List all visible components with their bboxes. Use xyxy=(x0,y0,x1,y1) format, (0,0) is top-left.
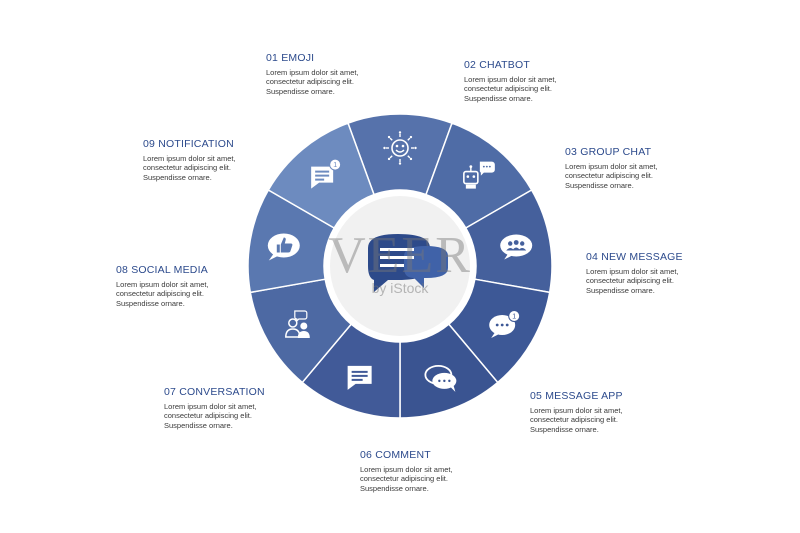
description-line: Lorem ipsum dolor sit amet, xyxy=(530,406,623,415)
label-02: 02 CHATBOT Lorem ipsum dolor sit amet,con… xyxy=(464,59,614,103)
description-line: Suspendisse ornare. xyxy=(360,483,429,493)
description-line: consectetur adipiscing elit. xyxy=(360,474,448,484)
description-line: Lorem ipsum dolor sit amet, xyxy=(360,465,453,474)
conversation-icon xyxy=(285,310,310,338)
description-line: consectetur adipiscing elit. xyxy=(464,84,552,94)
label-title: 06 COMMENT xyxy=(360,449,431,461)
description-line: consectetur adipiscing elit. xyxy=(530,415,618,425)
description-line: Suspendisse ornare. xyxy=(116,298,185,308)
label-08: 08 SOCIAL MEDIA Lorem ipsum dolor sit ame… xyxy=(116,264,266,308)
description-line: consectetur adipiscing elit. xyxy=(164,411,252,421)
description-line: consectetur adipiscing elit. xyxy=(116,289,204,299)
group-chat-icon xyxy=(500,234,533,260)
new-message-icon: 1 xyxy=(489,310,521,338)
social-media-icon xyxy=(267,233,300,261)
description-line: consectetur adipiscing elit. xyxy=(143,163,231,173)
label-description: Lorem ipsum dolor sit amet,consectetur a… xyxy=(116,280,266,308)
label-01: 01 EMOJI Lorem ipsum dolor sit amet,conse… xyxy=(266,52,416,96)
label-06: 06 COMMENT Lorem ipsum dolor sit amet,con… xyxy=(360,449,510,493)
description-line: Suspendisse ornare. xyxy=(266,86,335,96)
label-title: 04 NEW MESSAGE xyxy=(586,251,683,263)
comment-icon xyxy=(347,365,372,390)
description-line: consectetur adipiscing elit. xyxy=(266,77,354,87)
message-app-icon xyxy=(424,364,457,392)
label-title: 03 GROUP CHAT xyxy=(565,146,652,158)
label-description: Lorem ipsum dolor sit amet,consectetur a… xyxy=(530,406,680,434)
label-description: Lorem ipsum dolor sit amet,consectetur a… xyxy=(143,154,293,182)
notification-icon: 1 xyxy=(311,158,342,189)
description-line: Suspendisse ornare. xyxy=(530,424,599,434)
label-title: 07 CONVERSATION xyxy=(164,386,265,398)
label-description: Lorem ipsum dolor sit amet,consectetur a… xyxy=(565,162,715,190)
description-line: Lorem ipsum dolor sit amet, xyxy=(464,75,557,84)
chatbot-icon xyxy=(463,161,495,189)
description-line: Lorem ipsum dolor sit amet, xyxy=(266,68,359,77)
label-description: Lorem ipsum dolor sit amet,consectetur a… xyxy=(464,75,614,103)
description-line: Suspendisse ornare. xyxy=(565,180,634,190)
label-05: 05 MESSAGE APP Lorem ipsum dolor sit amet… xyxy=(530,390,680,434)
label-description: Lorem ipsum dolor sit amet,consectetur a… xyxy=(586,267,736,295)
description-line: Lorem ipsum dolor sit amet, xyxy=(116,280,209,289)
label-title: 09 NOTIFICATION xyxy=(143,138,234,150)
svg-text:1: 1 xyxy=(512,314,516,321)
label-title: 01 EMOJI xyxy=(266,52,315,64)
label-description: Lorem ipsum dolor sit amet,consectetur a… xyxy=(164,402,314,430)
label-09: 09 NOTIFICATION Lorem ipsum dolor sit ame… xyxy=(143,138,293,182)
description-line: consectetur adipiscing elit. xyxy=(586,276,674,286)
label-title: 02 CHATBOT xyxy=(464,59,530,71)
center-chat-icon xyxy=(368,234,448,292)
label-description: Lorem ipsum dolor sit amet,consectetur a… xyxy=(360,465,510,493)
description-line: Suspendisse ornare. xyxy=(586,285,655,295)
description-line: Suspendisse ornare. xyxy=(164,420,233,430)
label-03: 03 GROUP CHAT Lorem ipsum dolor sit amet,… xyxy=(565,146,715,190)
label-04: 04 NEW MESSAGE Lorem ipsum dolor sit amet… xyxy=(586,251,736,295)
description-line: Lorem ipsum dolor sit amet, xyxy=(565,162,658,171)
label-title: 05 MESSAGE APP xyxy=(530,390,623,402)
label-title: 08 SOCIAL MEDIA xyxy=(116,264,208,276)
emoji-icon xyxy=(383,131,417,165)
description-line: Lorem ipsum dolor sit amet, xyxy=(164,402,257,411)
label-description: Lorem ipsum dolor sit amet,consectetur a… xyxy=(266,68,416,96)
description-line: Lorem ipsum dolor sit amet, xyxy=(586,267,679,276)
description-line: Suspendisse ornare. xyxy=(143,172,212,182)
svg-text:1: 1 xyxy=(333,162,337,169)
description-line: Suspendisse ornare. xyxy=(464,93,533,103)
label-07: 07 CONVERSATION Lorem ipsum dolor sit ame… xyxy=(164,386,314,430)
description-line: Lorem ipsum dolor sit amet, xyxy=(143,154,236,163)
description-line: consectetur adipiscing elit. xyxy=(565,171,653,181)
